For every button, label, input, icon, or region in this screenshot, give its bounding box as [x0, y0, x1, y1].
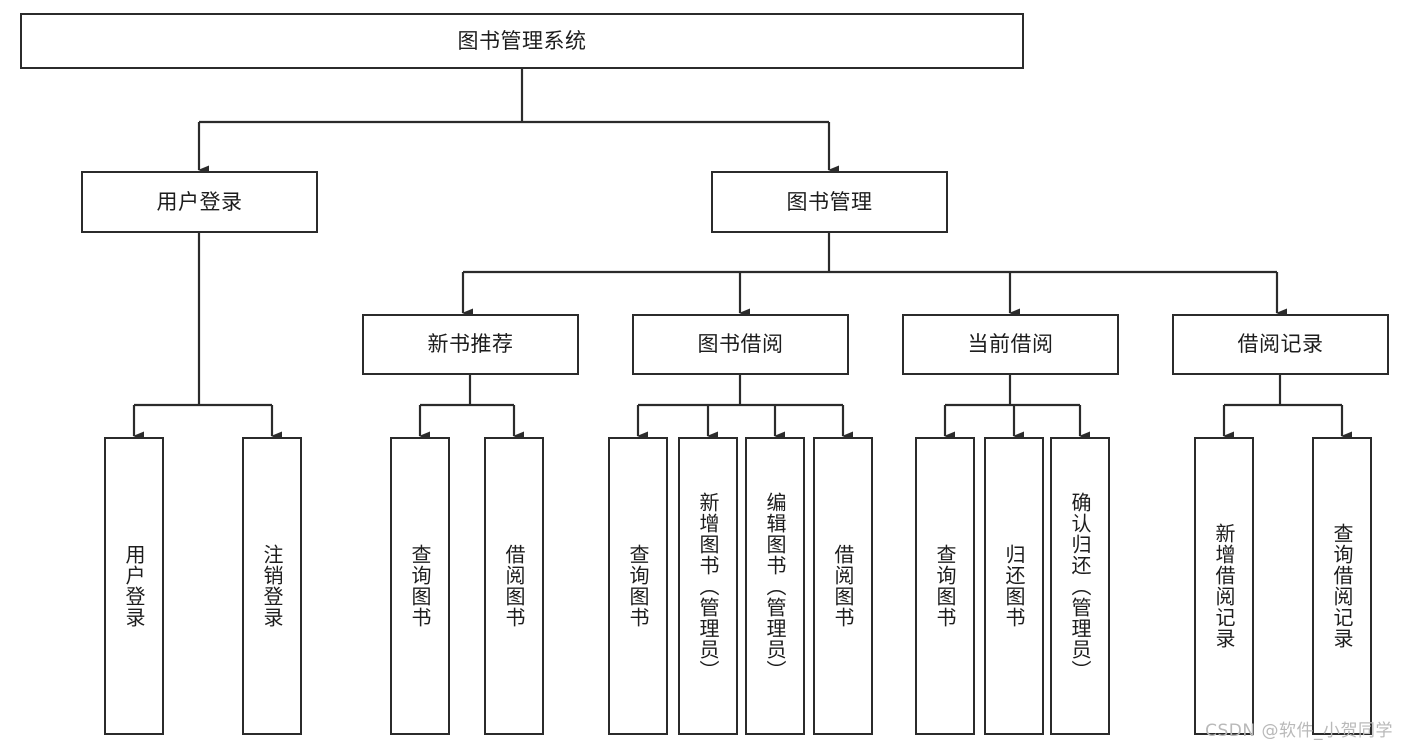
node-label-leaf-query-book-1: 查询图书: [408, 544, 432, 628]
node-label-leaf-query-book-3: 查询图书: [933, 544, 957, 628]
node-label-leaf-user-login: 用户登录: [122, 544, 146, 628]
node-label-leaf-edit-book: 编辑图书（管理员）: [763, 491, 787, 681]
node-label-current-borrow: 当前借阅: [967, 332, 1054, 357]
node-leaf-query-book-1[interactable]: 查询图书: [390, 437, 450, 735]
node-label-leaf-borrow-book-1: 借阅图书: [502, 544, 526, 628]
node-new-book-recommend[interactable]: 新书推荐: [362, 314, 579, 375]
node-leaf-user-login[interactable]: 用户登录: [104, 437, 164, 735]
node-leaf-add-record[interactable]: 新增借阅记录: [1194, 437, 1254, 735]
node-label-leaf-query-record: 查询借阅记录: [1330, 523, 1354, 649]
node-leaf-borrow-book-1[interactable]: 借阅图书: [484, 437, 544, 735]
node-leaf-query-book-3[interactable]: 查询图书: [915, 437, 975, 735]
node-label-borrow-record: 借阅记录: [1237, 332, 1324, 357]
node-leaf-query-book-2[interactable]: 查询图书: [608, 437, 668, 735]
node-label-book-borrow: 图书借阅: [697, 332, 784, 357]
node-label-leaf-return-book: 归还图书: [1002, 544, 1026, 628]
node-book-manage[interactable]: 图书管理: [711, 171, 948, 233]
node-leaf-return-book[interactable]: 归还图书: [984, 437, 1044, 735]
node-root[interactable]: 图书管理系统: [20, 13, 1024, 69]
node-label-book-manage: 图书管理: [786, 189, 873, 214]
node-leaf-query-record[interactable]: 查询借阅记录: [1312, 437, 1372, 735]
node-current-borrow[interactable]: 当前借阅: [902, 314, 1119, 375]
node-label-leaf-add-book: 新增图书（管理员）: [696, 491, 720, 681]
node-label-user-login: 用户登录: [156, 189, 243, 214]
node-leaf-add-book[interactable]: 新增图书（管理员）: [678, 437, 738, 735]
node-label-leaf-logout-login: 注销登录: [260, 544, 284, 628]
node-leaf-logout-login[interactable]: 注销登录: [242, 437, 302, 735]
node-label-new-book-recommend: 新书推荐: [427, 332, 514, 357]
node-label-leaf-confirm-return: 确认归还（管理员）: [1068, 491, 1092, 681]
node-book-borrow[interactable]: 图书借阅: [632, 314, 849, 375]
node-borrow-record[interactable]: 借阅记录: [1172, 314, 1389, 375]
node-label-leaf-add-record: 新增借阅记录: [1212, 523, 1236, 649]
node-user-login[interactable]: 用户登录: [81, 171, 318, 233]
node-label-leaf-query-book-2: 查询图书: [626, 544, 650, 628]
node-label-leaf-borrow-book-2: 借阅图书: [831, 544, 855, 628]
watermark-text: CSDN @软件_小贺同学: [1205, 721, 1393, 741]
node-label-root: 图书管理系统: [457, 28, 587, 53]
node-leaf-confirm-return[interactable]: 确认归还（管理员）: [1050, 437, 1110, 735]
edges-group: [132, 69, 1352, 441]
node-leaf-edit-book[interactable]: 编辑图书（管理员）: [745, 437, 805, 735]
node-leaf-borrow-book-2[interactable]: 借阅图书: [813, 437, 873, 735]
